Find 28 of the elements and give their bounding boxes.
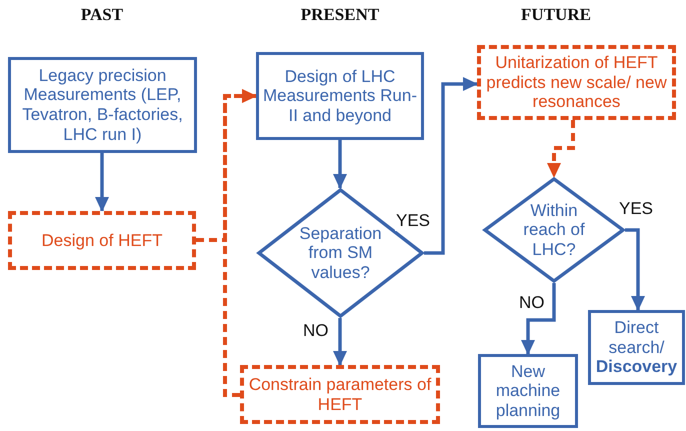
dashed-process-box <box>477 45 676 120</box>
process-box <box>478 354 578 428</box>
column-heading: PRESENT <box>300 5 380 25</box>
arrow <box>424 77 478 255</box>
arrow <box>333 318 347 366</box>
arrow <box>521 283 556 355</box>
process-box <box>8 57 197 153</box>
node-text: Unitarization of HEFT predicts new scale/ new resonances <box>485 53 668 112</box>
node-text: Separation from SM values? <box>298 224 383 282</box>
column-heading: FUTURE <box>521 5 591 25</box>
dashed-arrow <box>223 89 257 397</box>
node-text: Legacy precision Measurements (LEP, Tevatron, B-factories, LHC run I) <box>21 66 184 144</box>
process-box <box>588 310 685 385</box>
node-text: Design of LHC Measurements Run-II and beyond <box>262 66 418 126</box>
node-text: Design of HEFT <box>42 230 162 250</box>
edge-label: YES <box>395 212 432 231</box>
node-text: New machine planning <box>494 362 562 420</box>
dashed-arrow <box>547 120 575 178</box>
dashed-process-box <box>8 211 196 270</box>
column-heading: PAST <box>80 5 124 25</box>
arrow <box>625 228 645 311</box>
node-text: Direct search/ Discovery <box>594 318 678 377</box>
dashed-process-box <box>240 365 440 424</box>
node-text: Within reach of LHC? <box>522 200 586 260</box>
arrow <box>333 140 347 189</box>
process-box <box>256 52 424 140</box>
node-text: Constrain parameters of HEFT <box>248 374 432 414</box>
arrow <box>95 153 109 212</box>
